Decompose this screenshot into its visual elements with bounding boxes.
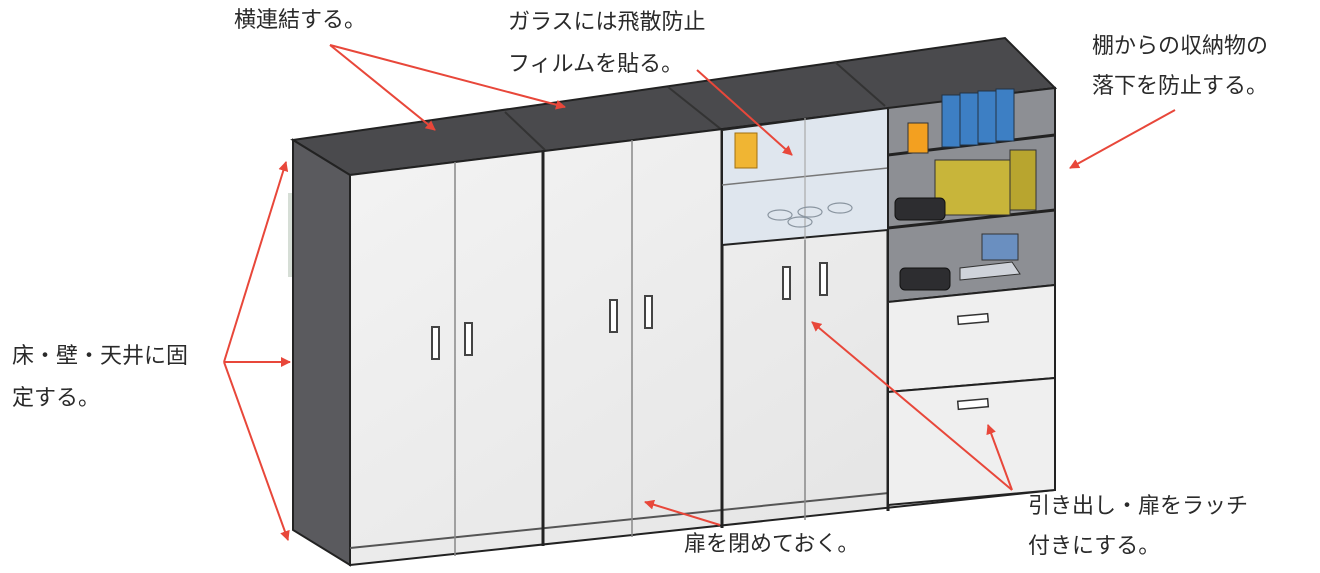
cabinet-left-side bbox=[292, 138, 351, 567]
shelf-items bbox=[894, 88, 1037, 291]
label-glass-film-1: ガラスには飛散防止 bbox=[508, 10, 706, 35]
label-close-doors: 扉を閉めておく。 bbox=[684, 532, 860, 557]
label-shelf-fall-2: 落下を防止する。 bbox=[1092, 74, 1269, 99]
drawer-upper bbox=[887, 283, 1056, 394]
label-shelf-fall-1: 棚からの収納物の bbox=[1092, 34, 1269, 59]
label-fix-2: 定する。 bbox=[12, 386, 101, 411]
label-latch-1: 引き出し・扉をラッチ bbox=[1028, 494, 1249, 519]
label-fix-1: 床・壁・天井に固 bbox=[12, 344, 189, 369]
label-glass-film-2: フィルムを貼る。 bbox=[508, 52, 684, 77]
annotation-arrows bbox=[223, 44, 1176, 541]
drawer-lower bbox=[887, 376, 1056, 507]
label-horizontal-link: 横連結する。 bbox=[234, 8, 367, 33]
label-latch-2: 付きにする。 bbox=[1028, 534, 1161, 559]
door-handles bbox=[431, 262, 828, 360]
